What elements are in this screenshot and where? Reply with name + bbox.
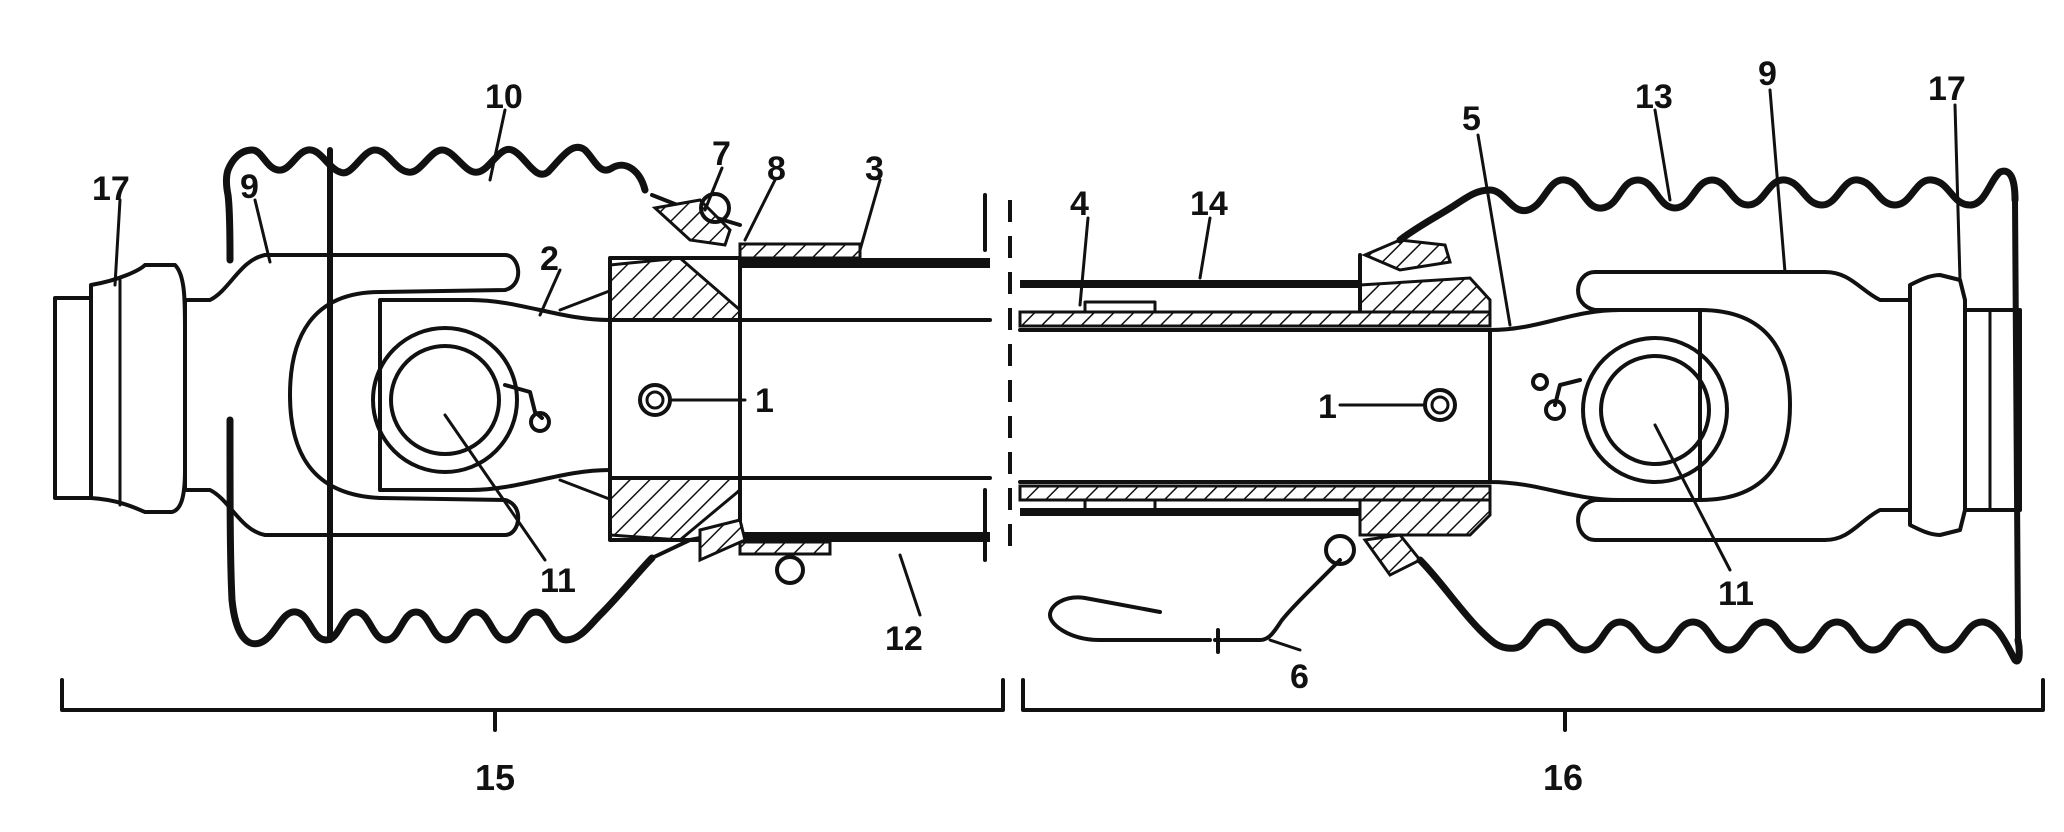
left-end-ring: [53, 296, 93, 500]
right-bearing-ring-bottom: [1362, 533, 1423, 577]
safety-chain: [1213, 558, 1342, 642]
label-1-right: 1: [1318, 388, 1337, 426]
leader-lines: [113, 88, 1962, 652]
left-guard-bearing-top: [738, 242, 862, 260]
bracket-15: [60, 678, 1005, 712]
left-lock-pin-core: [645, 390, 665, 410]
left-yoke: [183, 253, 521, 537]
right-grease-nipple: [1553, 378, 1582, 407]
left-bearing-lock-top: [699, 192, 731, 224]
label-13: 13: [1635, 78, 1673, 116]
label-5: 5: [1462, 100, 1481, 138]
left-guard-bearing-bottom: [738, 540, 832, 556]
right-guard-edge: [2012, 197, 2021, 643]
part-labels: 17 9 10 2 7 8 3 1 11 12 4 14 1 5 13 9 17…: [92, 55, 1966, 798]
right-slide-block-bottom: [1083, 498, 1157, 512]
left-guard-tube-top: [740, 258, 990, 268]
right-end-ring: [1963, 308, 2022, 512]
right-yoke: [1576, 270, 1912, 542]
right-half-assembly: [1018, 167, 2023, 665]
right-grease-nipple-head: [1544, 399, 1566, 421]
right-end-collar: [1908, 273, 1967, 537]
label-16: 16: [1543, 757, 1583, 798]
span-brackets: [60, 678, 2045, 732]
leader-9-right: [1768, 88, 1787, 274]
right-trunnion-inner: [1599, 354, 1711, 466]
leader-17-left: [113, 198, 122, 287]
label-12: 12: [885, 620, 923, 658]
label-14: 14: [1190, 185, 1228, 223]
leader-8: [743, 178, 777, 242]
leader-5: [1476, 133, 1512, 327]
label-17-right: 17: [1928, 70, 1966, 108]
left-end-collar: [89, 263, 187, 514]
left-guard-tube-bottom: [740, 532, 990, 542]
label-1-left: 1: [755, 382, 774, 420]
leader-17-right: [1953, 103, 1962, 282]
label-3: 3: [865, 150, 884, 188]
right-guard-tube-bottom: [1020, 508, 1360, 516]
right-guard-cone-bottom: [1416, 556, 2023, 665]
label-15: 15: [475, 757, 515, 798]
leader-7: [703, 166, 724, 212]
right-lock-pin: [1423, 388, 1457, 422]
left-trunnion-inner: [389, 344, 501, 456]
leader-12: [898, 553, 922, 617]
right-guard-tube-top: [1020, 280, 1360, 288]
label-9-right: 9: [1758, 55, 1777, 93]
right-slide-block-top: [1083, 300, 1157, 314]
leader-9-left: [253, 198, 272, 264]
right-bearing-ring-top: [1361, 238, 1452, 272]
left-lock-pin: [638, 383, 672, 417]
right-guard-cone: [1396, 167, 2019, 244]
leader-14: [1198, 216, 1212, 280]
right-profile-wall-top: [1018, 310, 1492, 328]
label-2: 2: [540, 240, 559, 278]
label-6: 6: [1290, 658, 1309, 696]
left-trunnion-outer: [371, 326, 519, 474]
leader-2: [538, 268, 562, 317]
left-guard-cone-bottom: [226, 416, 656, 648]
safety-chain-ring: [1324, 534, 1356, 566]
left-bearing-lock-bottom: [775, 555, 805, 585]
right-hub-top: [1358, 276, 1492, 314]
label-17-left: 17: [92, 170, 130, 208]
leader-11-right: [1653, 423, 1732, 572]
left-hub-top: [608, 256, 742, 322]
right-profile-wall-bottom: [1018, 484, 1492, 502]
leader-13: [1653, 108, 1672, 202]
label-11-right: 11: [1718, 575, 1754, 613]
leader-3: [858, 178, 882, 252]
leader-4: [1078, 216, 1090, 307]
left-bearing-ring-bottom: [698, 518, 747, 563]
bracket-16: [1021, 678, 2045, 712]
right-grease-nipple-tip: [1531, 373, 1549, 391]
label-7: 7: [712, 135, 731, 173]
left-half-assembly: [53, 144, 992, 648]
label-9-left: 9: [240, 168, 259, 206]
label-4: 4: [1070, 185, 1089, 223]
left-cross-taper-bottom: [558, 478, 614, 502]
label-11-left: 11: [540, 562, 576, 600]
left-guard-cone: [223, 144, 649, 264]
leader-10: [488, 108, 507, 182]
left-grease-nipple-head: [529, 411, 551, 433]
label-8: 8: [767, 150, 786, 188]
leader-6: [1268, 638, 1302, 652]
right-hub-bottom: [1358, 498, 1492, 537]
right-trunnion-outer: [1581, 336, 1729, 484]
safety-hook: [1048, 595, 1212, 642]
left-bearing-ring-top: [651, 198, 732, 247]
label-10: 10: [485, 78, 523, 116]
left-cross-taper-top: [558, 288, 614, 312]
leader-11-left: [443, 413, 547, 562]
left-cross-body: [378, 298, 612, 492]
right-lock-pin-core: [1430, 395, 1450, 415]
